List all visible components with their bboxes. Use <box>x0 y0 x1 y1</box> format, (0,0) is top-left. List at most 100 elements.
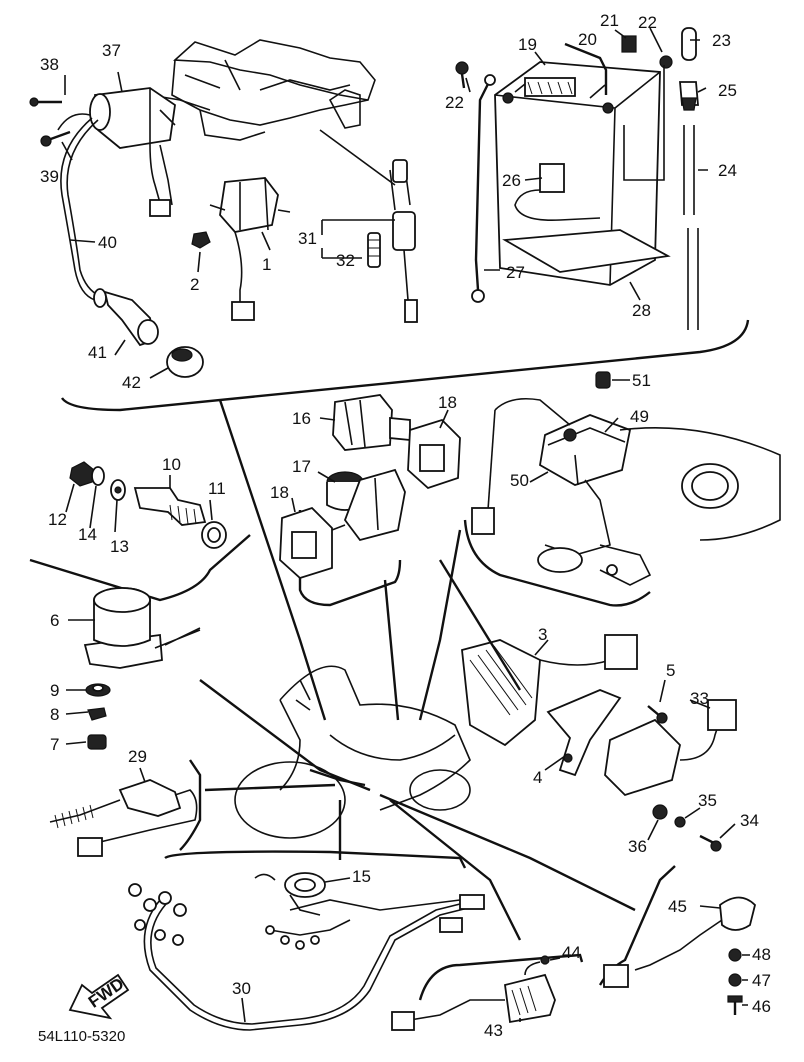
washer-36 <box>652 804 668 820</box>
callout-40: 40 <box>98 233 117 252</box>
panel-border-harness <box>164 850 467 869</box>
switch-45 <box>603 896 756 988</box>
callout-36: 36 <box>628 837 647 856</box>
callout-18-top: 18 <box>438 393 457 412</box>
callout-3: 3 <box>538 625 547 644</box>
panel-border-center <box>298 510 402 607</box>
callout-9: 9 <box>50 681 59 700</box>
callout-44: 44 <box>562 943 581 962</box>
callout-7: 7 <box>50 735 59 754</box>
part-44 <box>540 955 550 965</box>
wire-37-39 <box>57 113 91 131</box>
callout-1: 1 <box>262 255 271 274</box>
callout-49: 49 <box>630 407 649 426</box>
rectifier-3 <box>461 634 638 747</box>
component-26 <box>514 163 601 222</box>
nut-47 <box>728 973 742 987</box>
callout-2: 2 <box>190 275 199 294</box>
relay-16 <box>332 394 411 451</box>
callout-47: 47 <box>752 971 771 990</box>
lead-27 <box>474 79 492 291</box>
callout-39: 39 <box>40 167 59 186</box>
callout-45: 45 <box>668 897 687 916</box>
screw-39 <box>40 130 71 147</box>
component-6 <box>83 587 201 669</box>
panel-border-29 <box>179 759 202 851</box>
plug-cap-41 <box>93 288 159 347</box>
ignition-coil-37 <box>89 87 176 217</box>
callout-29: 29 <box>128 747 147 766</box>
bolt-7 <box>87 734 107 750</box>
callout-22-right: 22 <box>638 13 657 32</box>
callout-34: 34 <box>740 811 759 830</box>
panel-border-left <box>29 534 251 602</box>
leader-lines <box>199 399 636 941</box>
callout-21: 21 <box>600 11 619 30</box>
callout-33: 33 <box>690 689 709 708</box>
callout-28: 28 <box>632 301 651 320</box>
coupler-18-top <box>407 418 461 490</box>
fuel-tank-outline <box>537 426 781 586</box>
screw-51 <box>595 371 611 389</box>
fwd-arrow: FWD <box>68 973 130 1020</box>
callout-22-left: 22 <box>445 93 464 112</box>
callout-12: 12 <box>48 510 67 529</box>
screw-38 <box>29 97 62 107</box>
callout-17: 17 <box>292 457 311 476</box>
callout-10: 10 <box>162 455 181 474</box>
callout-14: 14 <box>78 525 97 544</box>
lead-20 <box>564 42 608 95</box>
callout-35: 35 <box>698 791 717 810</box>
washer-48 <box>728 948 742 962</box>
callout-4: 4 <box>533 768 542 787</box>
callout-5: 5 <box>666 661 675 680</box>
panel-border-right <box>463 519 651 607</box>
switch-43 <box>391 961 556 1031</box>
fuse-holder-31 <box>319 129 418 323</box>
bracket-31-32 <box>321 219 395 259</box>
callout-41: 41 <box>88 343 107 362</box>
top-section-border <box>61 319 750 412</box>
callout-19: 19 <box>518 35 537 54</box>
callout-16: 16 <box>292 409 311 428</box>
callout-13: 13 <box>110 537 129 556</box>
callout-leaders <box>61 27 750 1023</box>
sensor-29 <box>49 779 198 857</box>
callout-26: 26 <box>502 171 521 190</box>
relay-17 <box>326 468 406 542</box>
bolt-22-left <box>455 61 469 89</box>
bracket-21 <box>621 35 637 53</box>
motorcycle-silhouette <box>234 665 471 839</box>
callout-18-bottom: 18 <box>270 483 289 502</box>
callout-8: 8 <box>50 705 59 724</box>
bolt-22-right <box>659 55 673 69</box>
callout-15: 15 <box>352 867 371 886</box>
diagram-code: 54L110-5320 <box>38 1028 126 1045</box>
breather-pipe-24 <box>683 125 699 330</box>
callout-51: 51 <box>632 371 651 390</box>
nut-2 <box>191 231 211 249</box>
cdi-unit-33 <box>604 699 737 797</box>
callout-32: 32 <box>336 251 355 270</box>
fuel-sender-49 <box>471 397 632 535</box>
callout-24: 24 <box>718 161 737 180</box>
bracket-4 <box>546 689 622 777</box>
callout-11: 11 <box>208 479 226 498</box>
callout-46: 46 <box>752 997 771 1016</box>
callout-30: 30 <box>232 979 251 998</box>
cap-42 <box>166 346 204 378</box>
battery-box-frame <box>149 39 376 141</box>
panel-border-43 <box>418 953 584 1001</box>
callout-43: 43 <box>484 1021 503 1040</box>
callout-31: 31 <box>298 229 317 248</box>
cap-23 <box>681 27 697 61</box>
fuse-32 <box>367 232 381 268</box>
callout-6: 6 <box>50 611 59 630</box>
coupler-18-bottom <box>279 506 346 580</box>
callout-27: 27 <box>506 263 525 282</box>
nut-35 <box>674 816 686 828</box>
callout-25: 25 <box>718 81 737 100</box>
callout-20: 20 <box>578 30 597 49</box>
callout-48: 48 <box>752 945 771 964</box>
